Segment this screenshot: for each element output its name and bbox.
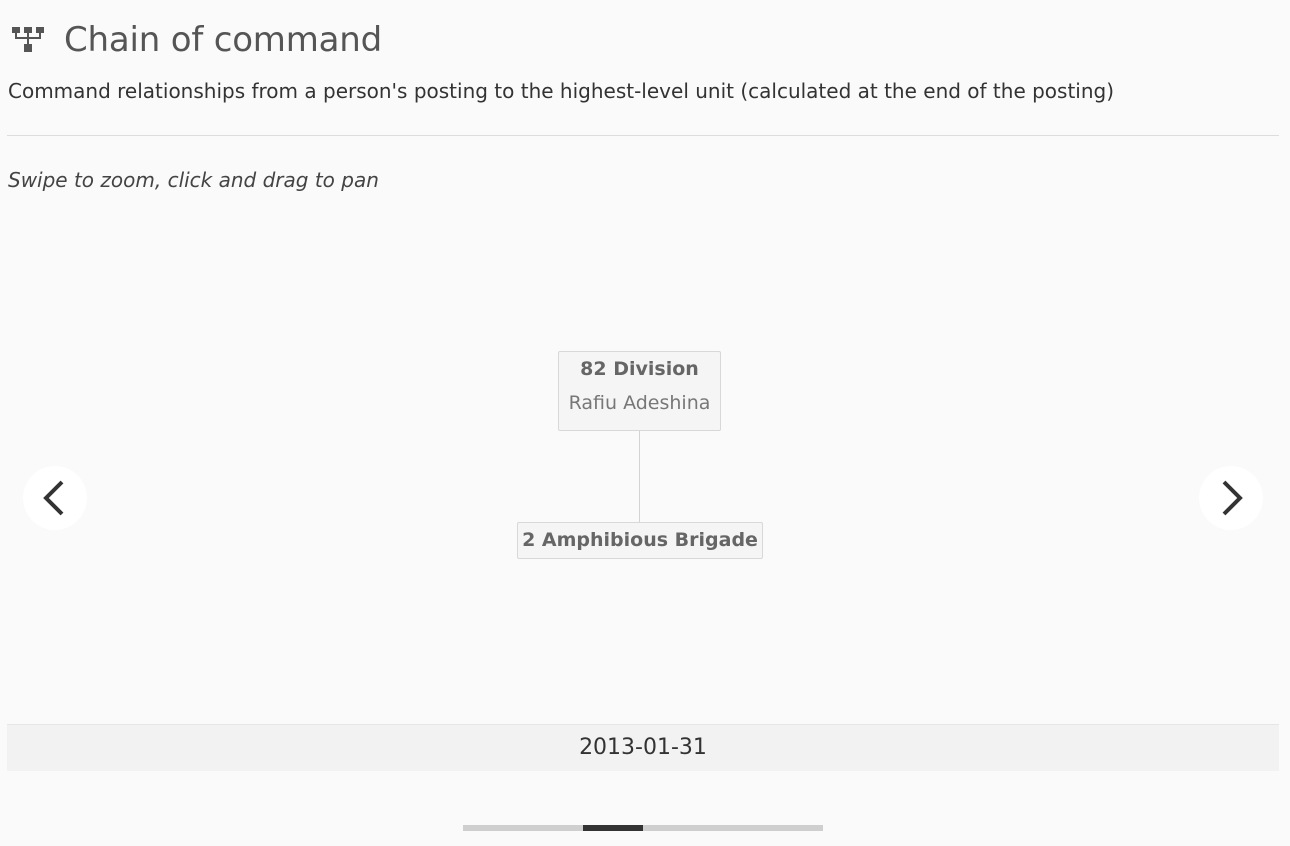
pager-segment-active[interactable]	[583, 825, 643, 831]
pager-segment[interactable]	[763, 825, 823, 831]
pager-segment[interactable]	[703, 825, 763, 831]
unit-name: 82 Division	[580, 358, 699, 380]
page-subtitle: Command relationships from a person's po…	[8, 79, 1115, 103]
slide-pager	[463, 825, 823, 831]
posting-date: 2013-01-31	[7, 724, 1279, 771]
page-header: Chain of command	[8, 20, 382, 60]
pager-segment[interactable]	[523, 825, 583, 831]
org-chart-icon	[12, 27, 44, 52]
divider	[7, 135, 1279, 136]
chevron-left-icon	[43, 480, 64, 516]
zoom-pan-hint: Swipe to zoom, click and drag to pan	[8, 168, 379, 192]
chevron-right-icon	[1222, 480, 1243, 516]
pager-segment[interactable]	[643, 825, 703, 831]
commander-name: Rafiu Adeshina	[568, 392, 711, 414]
chain-of-command-chart[interactable]: 82 Division Rafiu Adeshina 2 Amphibious …	[7, 205, 1279, 723]
unit-node[interactable]: 2 Amphibious Brigade	[517, 522, 763, 559]
next-button[interactable]	[1199, 466, 1263, 530]
page-title: Chain of command	[64, 20, 383, 60]
previous-button[interactable]	[23, 466, 87, 530]
node-connector	[639, 431, 640, 522]
pager-segment[interactable]	[463, 825, 523, 831]
unit-node[interactable]: 82 Division Rafiu Adeshina	[558, 351, 721, 431]
unit-name: 2 Amphibious Brigade	[522, 529, 758, 551]
